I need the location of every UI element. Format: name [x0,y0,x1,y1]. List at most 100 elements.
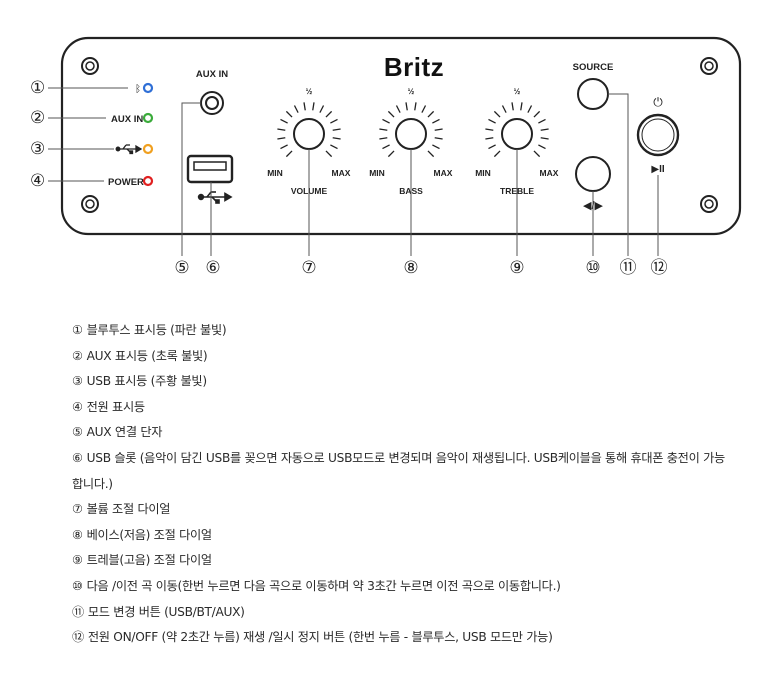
knob-tick [493,150,501,158]
knob-tick [382,118,390,124]
callout-7: ⑦ [301,258,316,277]
knob-tick [501,105,507,113]
screw-top-left [81,57,99,75]
aux-in-indicator-label: AUX IN [111,114,143,125]
knob-half-label: ½ [306,87,313,96]
leader-5 [181,102,201,256]
knob-tick [319,105,325,113]
knob-tick [395,105,401,113]
knob-tick [520,102,523,111]
knob-tick [303,102,306,111]
knob-tick [330,144,338,150]
knob-tick [527,105,533,113]
knob-tick [285,110,293,118]
knob-tick [280,118,288,124]
power-led [142,175,154,187]
aux-led [142,112,154,124]
knob-max-label: MAX [332,168,351,178]
knob-tick [379,137,388,140]
indicator-aux-in: ② AUX IN [30,108,154,127]
knob-tick [285,150,293,158]
knob-tick [488,118,496,124]
callout-5: ⑤ [174,258,189,277]
knob-tick [332,137,341,140]
bluetooth-icon: ᛒ [135,84,141,95]
knob-tick [538,118,546,124]
screw-top-right [700,57,718,75]
indicator-usb: ③ [30,139,154,158]
play-pause-label: ▶II [651,164,664,175]
knob-tick [277,137,286,140]
callout-1: ① [30,78,45,97]
usb-icon [115,144,143,155]
source-button[interactable] [577,78,609,110]
knob-tick [332,128,341,131]
knob-tick [427,150,435,158]
knob-tick [382,144,390,150]
knob-max-label: MAX [540,168,559,178]
knob-tick [293,105,299,113]
knob-tick [432,118,440,124]
knob-tick [325,110,333,118]
source-label: SOURCE [573,62,614,73]
power-play-button[interactable] [636,113,680,157]
knob-tick [330,118,338,124]
knob-tick [540,137,549,140]
knob-tick [427,110,435,118]
indicator-bluetooth: ① ᛒ [30,78,154,97]
knob-tick [434,128,443,131]
knob-dial [501,118,533,150]
knob-tick [538,144,546,150]
power-indicator-label: POWER [108,177,144,188]
leader-11 [608,93,629,256]
knob-tick [511,102,514,111]
knob-tick [414,102,417,111]
power-icon: ⏻ [653,95,663,109]
knob-min-label: MIN [369,168,385,178]
speaker-panel-diagram: Britz ① ᛒ ② AUX IN ③ ④ POWER AUX IN [30,36,742,277]
knob-tick [312,102,315,111]
power-play-button-inner [641,118,675,152]
callout-4: ④ [30,171,45,190]
knob-tick [488,144,496,150]
knob-tick [540,128,549,131]
knob-tick [387,110,395,118]
knob-tick [280,144,288,150]
callout-8: ⑧ [403,258,418,277]
callout-12: ⑫ [651,258,668,277]
knob-half-label: ½ [514,87,521,96]
aux-in-label: AUX IN [196,69,228,80]
knob-tick [434,137,443,140]
knob-max-label: MAX [434,168,453,178]
indicator-power: ④ POWER [30,171,154,190]
callout-6: ⑥ [205,258,220,277]
callout-11: ⑪ [620,258,637,277]
knob-tick [485,137,494,140]
aux-jack [200,91,224,115]
screw-bottom-left [81,195,99,213]
callout-2: ② [30,108,45,127]
bluetooth-led [142,82,154,94]
knob-tick [421,105,427,113]
prev-next-button[interactable] [575,156,611,192]
callout-3: ③ [30,139,45,158]
usb-led [142,143,154,155]
knob-tick [485,128,494,131]
brand-logo: Britz [384,52,444,82]
knob-tick [277,128,286,131]
